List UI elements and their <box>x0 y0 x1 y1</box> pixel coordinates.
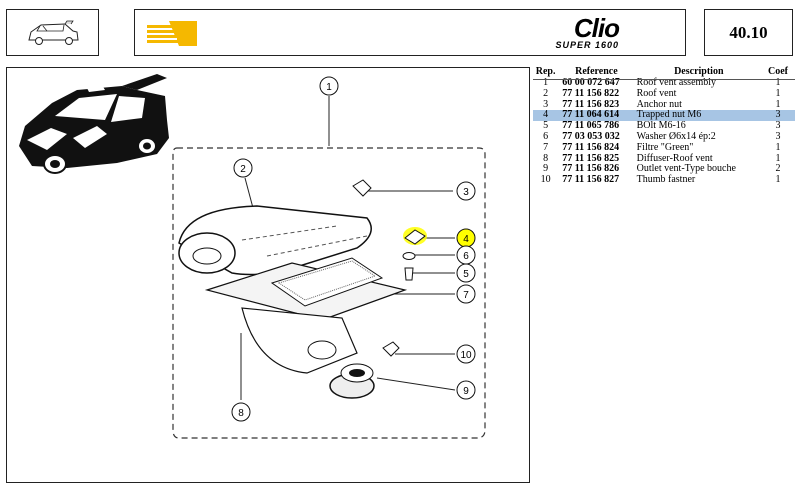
rally-car-illustration <box>19 74 169 174</box>
svg-text:1: 1 <box>326 82 332 93</box>
cell-description: BOlt M6-16 <box>636 120 686 132</box>
svg-text:5: 5 <box>463 269 469 280</box>
callout-8: 8 <box>231 402 251 422</box>
cell-description: Washer Ø6x14 ép:2 <box>636 130 716 142</box>
cell-reference: 60 00 072 647 <box>562 77 620 88</box>
brand-logo: Clio SUPER 1600 <box>555 13 620 50</box>
table-row[interactable]: 2 77 11 156 822 Roof vent 1 <box>533 87 795 100</box>
table-row[interactable]: 1 60 00 072 647 Roof vent assembly 1 <box>533 77 795 89</box>
parts-table-header: Rep. Reference Description Coef <box>533 66 795 78</box>
cell-rep: 3 <box>543 98 549 110</box>
cell-rep: 5 <box>543 120 549 132</box>
cell-description: Thumb fastner <box>636 174 696 186</box>
thumb-fastener-part <box>382 341 400 357</box>
cell-coef: 1 <box>775 174 781 186</box>
callout-3: 3 <box>456 181 476 201</box>
trapped-nut-part <box>404 229 426 245</box>
cell-reference: 77 11 156 824 <box>562 141 620 153</box>
table-row[interactable]: 8 77 11 156 825 Diffuser-Roof vent 1 <box>533 152 795 165</box>
cell-coef: 1 <box>775 77 781 88</box>
table-row[interactable]: 5 77 11 065 786 BOlt M6-16 3 <box>533 120 795 132</box>
svg-text:6: 6 <box>463 251 469 262</box>
table-row[interactable]: 9 77 11 156 826 Outlet vent-Type bouche 2 <box>533 164 795 175</box>
cell-reference: 77 03 053 032 <box>562 130 620 142</box>
cell-coef: 3 <box>761 110 795 122</box>
callout-1: 1 <box>319 76 339 96</box>
svg-text:3: 3 <box>463 187 469 198</box>
table-row[interactable]: 7 77 11 156 824 Filtre "Green" 1 <box>533 141 795 154</box>
col-rep: Rep. <box>535 66 556 78</box>
brand-stripes-icon <box>147 21 197 46</box>
parts-table: Rep. Reference Description Coef 1 60 00 0… <box>533 66 795 186</box>
svg-text:2: 2 <box>240 164 246 175</box>
header-divider <box>533 79 795 80</box>
diffuser-part <box>241 307 358 374</box>
callout-7: 7 <box>456 284 476 304</box>
col-reference: Reference <box>575 66 618 78</box>
cell-coef: 1 <box>775 141 781 153</box>
callout-2: 2 <box>233 158 253 178</box>
cell-reference: 77 11 065 786 <box>562 120 620 132</box>
table-row[interactable]: 6 77 03 053 032 Washer Ø6x14 ép:2 3 <box>533 130 795 143</box>
cell-reference: 77 11 156 826 <box>562 163 620 175</box>
cell-rep: 4 <box>533 110 559 122</box>
page-code: 40.10 <box>704 9 793 56</box>
cell-rep: 8 <box>543 152 549 164</box>
brand-logo-subtitle: SUPER 1600 <box>555 40 619 50</box>
outlet-vent-part <box>329 363 375 399</box>
cell-description: Trapped nut M6 <box>630 110 761 122</box>
cell-coef: 2 <box>775 163 781 175</box>
cell-rep: 6 <box>543 130 549 142</box>
cell-rep: 1 <box>543 77 549 88</box>
table-row[interactable]: 10 77 11 156 827 Thumb fastner 1 <box>533 174 795 186</box>
callout-6: 6 <box>456 245 476 265</box>
svg-text:9: 9 <box>463 386 469 397</box>
roof-vent-diagram: 1 2 3 4 5 6 7 8 <box>19 74 486 439</box>
svg-text:7: 7 <box>463 290 469 301</box>
cell-rep: 7 <box>543 141 549 153</box>
svg-text:10: 10 <box>460 350 472 361</box>
car-thumbnail-box <box>6 9 99 56</box>
brand-logo-text: Clio <box>573 13 620 43</box>
col-description: Description <box>674 66 724 78</box>
filter-part <box>204 257 408 321</box>
svg-text:4: 4 <box>463 234 469 245</box>
callout-10: 10 <box>456 344 476 364</box>
cell-coef: 3 <box>775 130 781 142</box>
exploded-diagram: 1 2 3 4 5 6 7 8 <box>6 67 530 483</box>
cell-coef: 1 <box>775 152 781 164</box>
cell-reference: 77 11 156 825 <box>562 152 620 164</box>
cell-reference: 77 11 156 823 <box>562 98 620 110</box>
cell-description: Anchor nut <box>636 98 682 110</box>
cell-coef: 1 <box>775 87 781 99</box>
anchor-nut-part <box>352 179 372 197</box>
cell-rep: 9 <box>543 163 549 175</box>
table-row[interactable]: 3 77 11 156 823 Anchor nut 1 <box>533 98 795 111</box>
cell-description: Filtre "Green" <box>636 141 694 153</box>
cell-coef: 1 <box>775 98 781 110</box>
col-coef: Coef <box>768 66 788 78</box>
bolt-part <box>404 267 414 281</box>
washer-part <box>402 252 416 260</box>
cell-description: Diffuser-Roof vent <box>636 152 713 164</box>
cell-coef: 3 <box>775 120 781 132</box>
roof-vent-part <box>178 205 372 276</box>
cell-description: Roof vent assembly <box>636 77 717 88</box>
car-outline-icon <box>28 20 79 45</box>
cell-description: Roof vent <box>636 87 677 99</box>
callout-4: 4 <box>456 228 476 248</box>
cell-rep: 10 <box>540 174 551 186</box>
brand-header: Clio SUPER 1600 <box>134 9 686 56</box>
callout-5: 5 <box>456 263 476 283</box>
cell-reference: 77 11 064 614 <box>558 110 631 122</box>
cell-description: Outlet vent-Type bouche <box>636 163 736 175</box>
cell-reference: 77 11 156 827 <box>562 174 620 186</box>
cell-rep: 2 <box>543 87 549 99</box>
callout-9: 9 <box>456 380 476 400</box>
cell-reference: 77 11 156 822 <box>562 87 620 99</box>
svg-text:8: 8 <box>238 408 244 419</box>
